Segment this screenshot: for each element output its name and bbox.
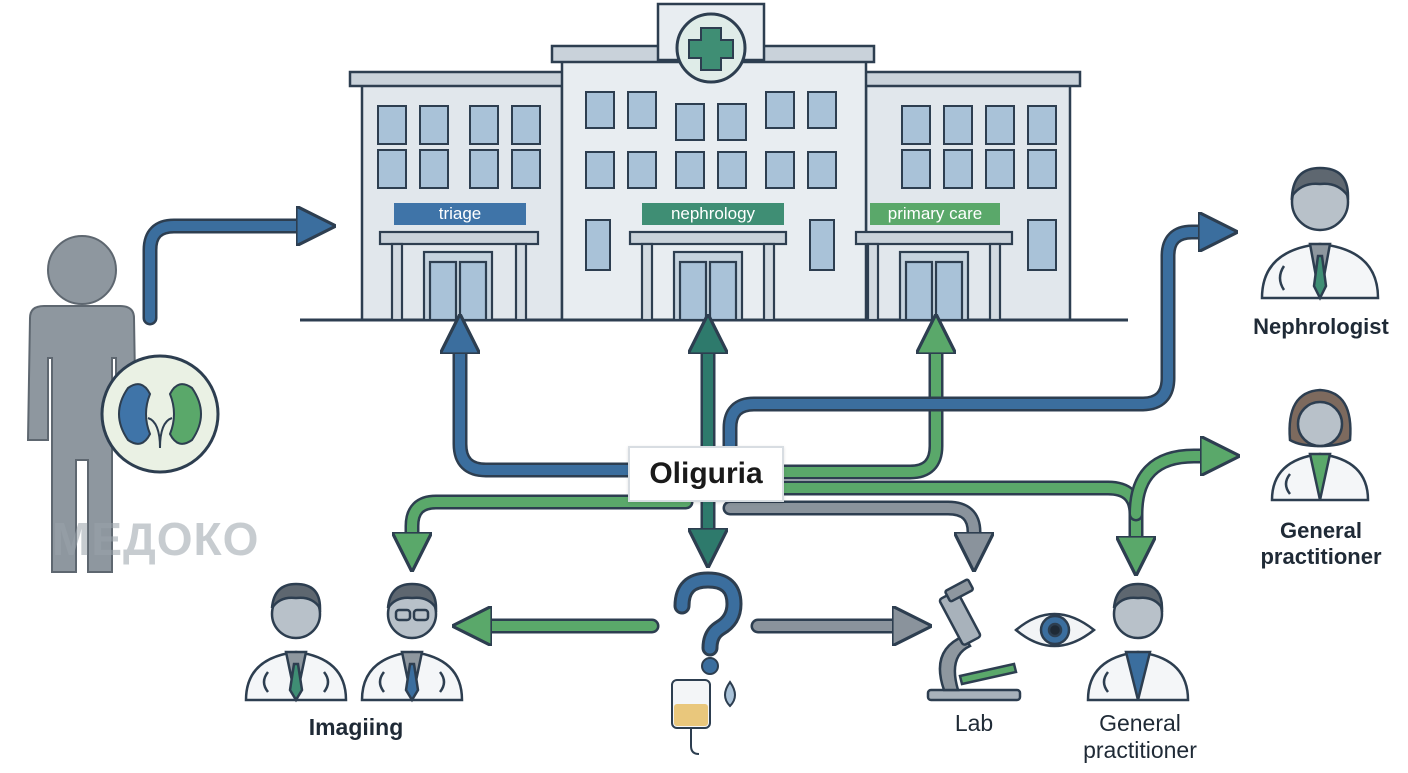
gp-lower-label-line1: General [1099,710,1181,736]
iv-bag-icon [671,679,736,755]
gp-lower-label-line2: practitioner [1083,737,1197,763]
oliguria-node: Oliguria [628,446,784,502]
patient-figure-icon [26,235,138,573]
dept-label-primary-care: primary care [887,204,983,223]
gp-upper-label-line1: General [1280,518,1362,543]
lab-label: Lab [954,710,994,736]
eye-icon [1014,612,1097,648]
doctor-imaging-2-icon [360,582,464,703]
triage-sign [394,203,526,225]
kidney-icon [100,354,220,474]
gp-upper-label-line2: practitioner [1260,544,1382,569]
primary-care-sign [870,203,1000,225]
flow-arrows [142,226,1220,626]
doctor-imaging-1-icon [244,582,348,703]
hospital-windows [377,91,1057,271]
gp-upper-label: General practitioner [1236,518,1406,570]
hospital-entrances [378,230,1014,322]
dept-label-triage: triage [438,204,482,223]
doctor-gp-lower-icon [1086,582,1190,702]
watermark-logo: МЕДОКО [52,513,260,565]
nephrologist-label: Nephrologist [1253,314,1389,339]
doctor-nephrologist-icon [1260,166,1380,301]
gp-lower-label: General practitioner [1060,710,1220,764]
question-mark-icon [673,571,743,675]
imaging-label: Imagiing [308,714,404,740]
dept-label-nephrology: nephrology [670,204,756,223]
nephrology-sign [642,203,784,225]
doctor-gp-upper-icon [1270,388,1370,502]
microscope-icon [926,578,1022,702]
